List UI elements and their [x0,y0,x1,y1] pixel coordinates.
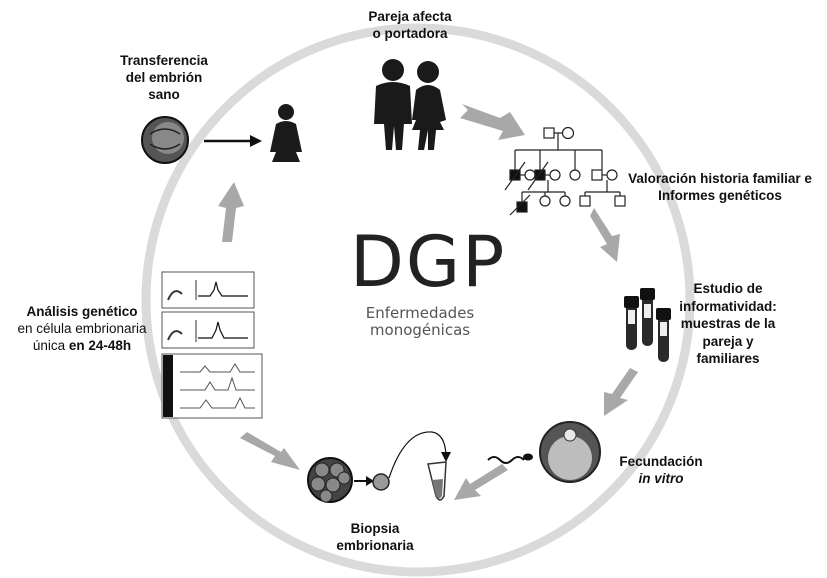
label-pareja-line-1: Pareja afecta [368,9,452,24]
label-pareja: Pareja afecta o portadora [345,8,475,42]
transfer-icon [141,104,302,164]
label-analisis-line-3-bold: en 24-48h [68,338,132,353]
subtitle-line-2: monogénicas [369,321,471,339]
diagram-subtitle: Enfermedades monogénicas [355,305,485,339]
cycle-ring [141,23,695,577]
label-transferencia-line-2: del embrión [125,70,203,85]
label-biopsia-line-2: embrionaria [336,538,414,553]
label-analisis: Análisis genético en célula embrionaria … [2,303,162,354]
label-fecundacion-line-1: Fecundación [619,454,703,469]
label-analisis-line-2: en célula embrionaria [17,321,147,336]
label-estudio-line-1: Estudio de [693,281,763,296]
cycle-arrow-3 [604,368,638,416]
cycle-arrow-5 [240,432,300,470]
fertilization-icon [487,421,601,483]
label-valoracion: Valoración historia familiar e Informes … [614,170,826,204]
label-biopsia: Biopsia embrionaria [320,520,430,554]
pedigree-icon [504,126,626,216]
label-transferencia-line-3: sano [148,87,180,102]
cycle-arrow-2 [590,208,620,262]
label-estudio-line-4: pareja y [702,333,754,349]
label-estudio: Estudio de informatividad: muestras de l… [668,280,788,368]
cycle-arrow-1 [460,104,525,140]
blood-tubes-icon [624,288,671,362]
label-transferencia-line-1: Transferencia [120,53,208,68]
label-biopsia-line-1: Biopsia [350,521,400,536]
cycle-arrow-4 [454,464,508,500]
label-estudio-line-2: informatividad: [679,298,777,314]
label-transferencia: Transferencia del embrión sano [108,52,220,103]
biopsy-icon [307,431,451,503]
couple-icon [374,59,446,150]
cycle-arrows [218,104,638,500]
label-valoracion-line-1: Valoración historia familiar e [628,171,812,186]
cycle-arrow-6 [218,182,244,242]
label-fecundacion: Fecundación in vitro [606,453,716,487]
label-estudio-line-3: muestras de la [680,316,776,331]
label-analisis-line-3-normal: única [32,338,69,353]
label-pareja-line-2: o portadora [372,26,448,41]
label-analisis-line-1: Análisis genético [26,304,138,319]
label-valoracion-line-2: Informes genéticos [658,188,782,203]
subtitle-line-1: Enfermedades [365,304,475,322]
label-estudio-line-5: familiares [696,351,760,366]
label-fecundacion-line-2: in vitro [638,471,684,486]
diagram-title: DGP [350,221,507,303]
genetic-analysis-panels [161,271,263,419]
label-analisis-line-3: única en 24-48h [2,337,162,354]
